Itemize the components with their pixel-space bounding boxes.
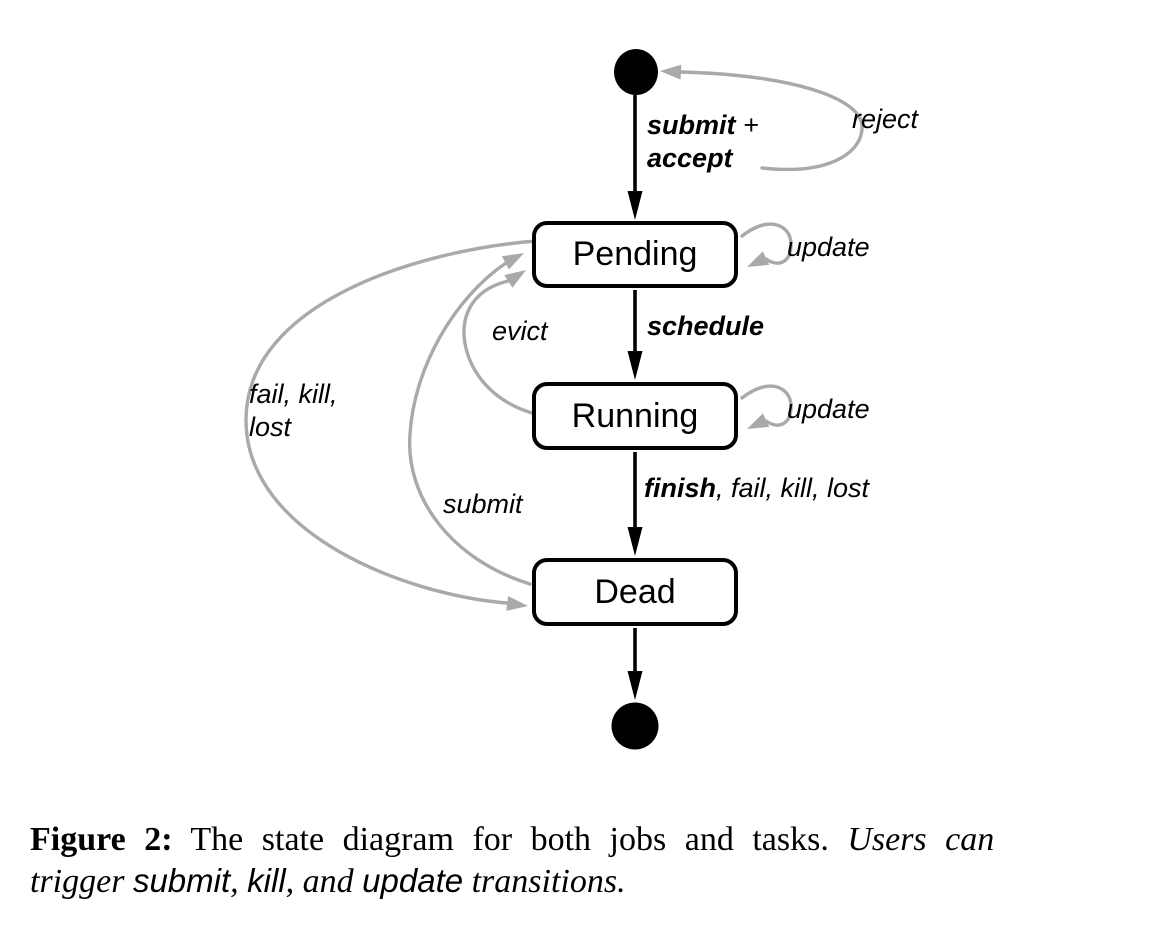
- edge-resubmit: [407, 261, 532, 586]
- label-evict: evict: [492, 316, 548, 346]
- edge-fail-kill-lost: [244, 239, 538, 605]
- label-fail-kill-lost: fail, kill, lost: [249, 379, 338, 442]
- label-finish-fail-kill-lost: finish, fail, kill, lost: [644, 473, 870, 503]
- black-arrowheads: [627, 191, 643, 700]
- state-label-dead: Dead: [594, 572, 676, 611]
- state-label-running: Running: [571, 396, 699, 435]
- caption-figure-number: Figure 2:: [30, 821, 173, 858]
- initial-state-node: [614, 49, 658, 95]
- caption-line-1: Figure 2: The state diagram for both job…: [30, 821, 995, 858]
- label-resubmit: submit: [443, 489, 523, 519]
- edge-update-pending-loop: [740, 222, 793, 265]
- edge-evict: [462, 279, 534, 415]
- label-submit-accept: submit + accept: [647, 110, 759, 173]
- state-label-pending: Pending: [572, 235, 698, 273]
- figure-caption: Figure 2: The state diagram for both job…: [30, 821, 1135, 901]
- state-box-dead: [532, 558, 738, 626]
- label-reject: reject: [852, 104, 919, 134]
- edge-update-running-loop: [740, 384, 793, 427]
- label-schedule: schedule: [647, 311, 765, 341]
- state-box-running: [532, 382, 738, 450]
- final-state-node: [611, 702, 659, 750]
- caption-line-2: trigger submit, kill, and update transit…: [30, 862, 626, 900]
- edge-reject: [679, 70, 864, 171]
- state-box-pending: [532, 221, 738, 288]
- label-update-running: update: [787, 394, 870, 424]
- gray-arrowheads: [501, 64, 770, 611]
- label-update-pending: update: [787, 232, 870, 262]
